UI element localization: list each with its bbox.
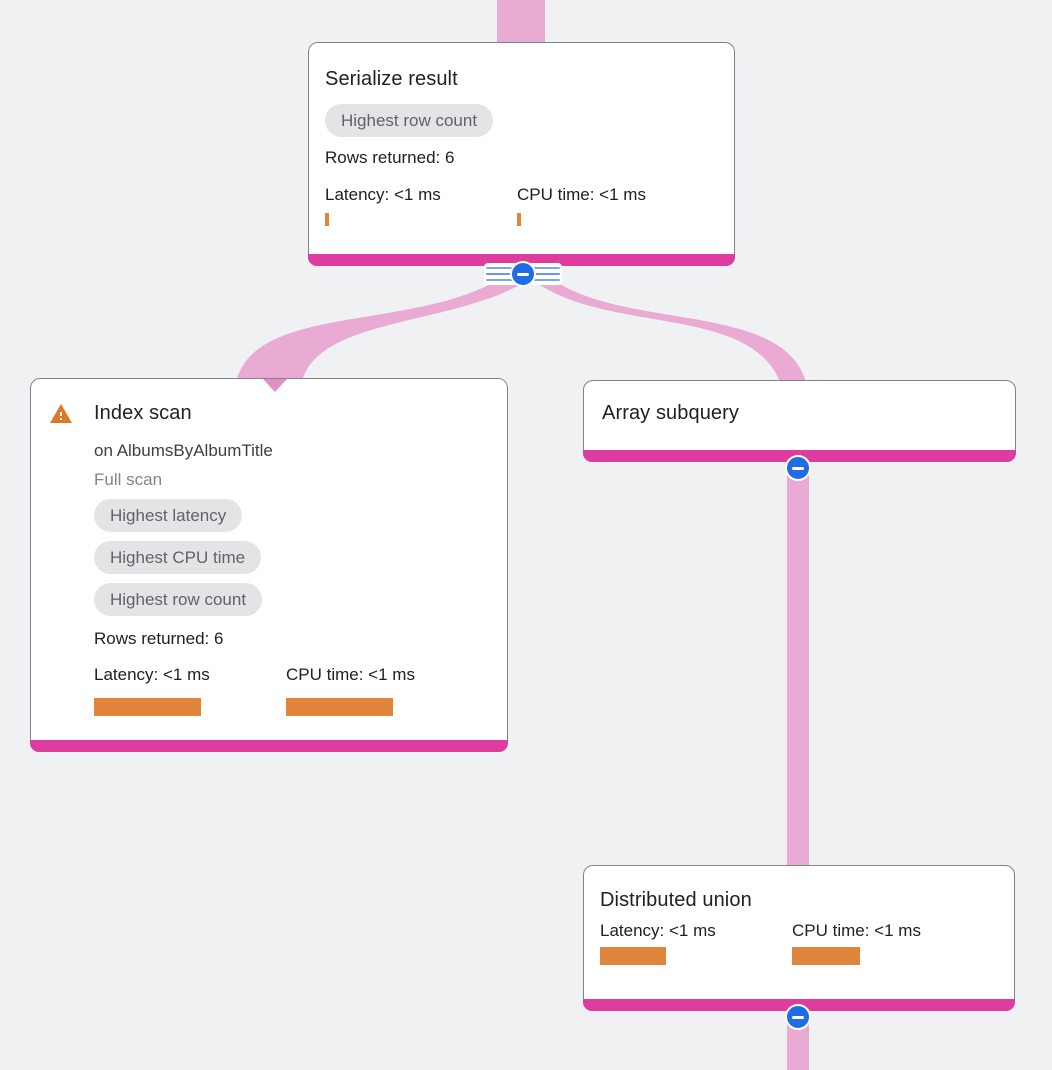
- edge-array-to-distributed-union: [787, 450, 809, 870]
- collapsed-edges-stripes-icon: [484, 261, 562, 287]
- node-accent-bar: [30, 740, 508, 752]
- cpu-time-label: CPU time: <1 ms: [517, 185, 646, 204]
- badge-highest-row-count: Highest row count: [325, 104, 494, 137]
- node-title: Array subquery: [602, 402, 740, 424]
- node-title: Serialize result: [325, 68, 458, 90]
- edge-into-serialize-result: [497, 0, 545, 44]
- node-title: Distributed union: [600, 889, 752, 911]
- cpu-time-bar: [792, 947, 860, 965]
- latency-label: Latency: <1 ms: [600, 921, 716, 940]
- badge-highest-row-count: Highest row count: [94, 583, 263, 616]
- scan-type-label: Full scan: [94, 470, 163, 489]
- badge-highest-cpu-time: Highest CPU time: [94, 541, 262, 574]
- node-accent-bar: [308, 254, 735, 266]
- latency-label: Latency: <1 ms: [325, 185, 441, 204]
- node-array-subquery[interactable]: Array subquery: [583, 380, 1016, 462]
- latency-bar: [94, 698, 201, 716]
- minus-icon: [785, 455, 811, 481]
- latency-label: Latency: <1 ms: [94, 665, 210, 684]
- collapse-button-distributed-union[interactable]: [785, 1004, 811, 1030]
- cpu-time-label: CPU time: <1 ms: [286, 665, 415, 684]
- collapse-button-array-subquery[interactable]: [785, 455, 811, 481]
- node-subtitle: on AlbumsByAlbumTitle: [94, 441, 273, 460]
- badge-highest-latency: Highest latency: [94, 499, 243, 532]
- node-title: Index scan: [94, 402, 192, 424]
- node-index-scan[interactable]: Index scan on AlbumsByAlbumTitle Full sc…: [30, 378, 508, 752]
- edge-serialize-to-index-scan: [236, 276, 534, 382]
- minus-icon: [510, 261, 536, 287]
- cpu-time-bar: [286, 698, 393, 716]
- cpu-time-bar: [517, 213, 521, 226]
- node-serialize-result[interactable]: Serialize result Highest row count Rows …: [308, 42, 735, 266]
- rows-returned-label: Rows returned: 6: [94, 629, 224, 648]
- collapse-button-serialize-result[interactable]: [484, 261, 562, 287]
- rows-returned-label: Rows returned: 6: [325, 148, 455, 167]
- latency-bar: [600, 947, 666, 965]
- cpu-time-label: CPU time: <1 ms: [792, 921, 921, 940]
- latency-bar: [325, 213, 329, 226]
- edge-arrowhead-icon: [263, 379, 287, 392]
- minus-icon: [785, 1004, 811, 1030]
- warning-icon: [50, 404, 72, 423]
- edge-serialize-to-array-subquery: [528, 276, 806, 382]
- node-distributed-union[interactable]: Distributed union Latency: <1 ms CPU tim…: [583, 865, 1015, 1011]
